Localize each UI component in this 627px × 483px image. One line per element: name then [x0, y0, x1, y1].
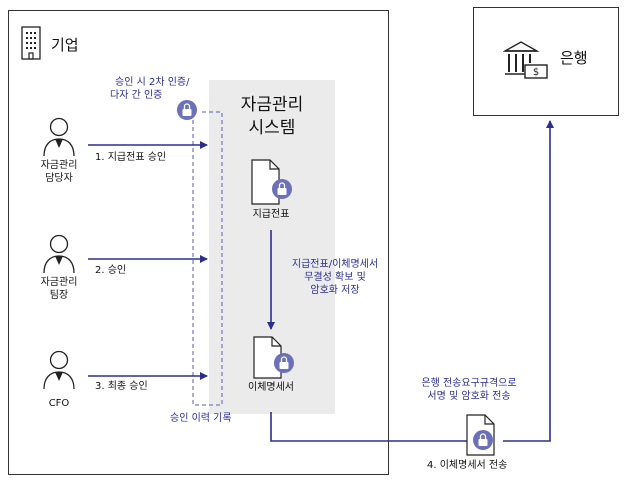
approver-name-line1: 자금관리 — [40, 277, 78, 288]
transfer-document-icon — [253, 336, 294, 379]
audit-log-label: 승인 이력 기록 — [170, 413, 232, 424]
approver-name-line1: 자금관리 — [40, 160, 78, 171]
auth-note-line1: 승인 시 2차 인증/ — [115, 77, 190, 88]
approval-step-label: 3. 최종 승인 — [95, 381, 148, 392]
bank-label: 은행 — [560, 49, 588, 67]
company-label: 기업 — [51, 36, 79, 54]
bank-box — [473, 7, 619, 116]
person-icon — [41, 234, 77, 274]
approver-name-line1: CFO — [48, 398, 70, 409]
storage-note-line1: 지급전표/이체명세서 — [291, 259, 379, 270]
storage-note-line3: 암호화 저장 — [310, 285, 360, 296]
approval-step-label: 2. 승인 — [95, 265, 127, 276]
lock-icon — [177, 100, 197, 120]
voucher-document-icon — [251, 159, 292, 205]
bank-icon: $ — [502, 39, 549, 81]
person-icon — [41, 117, 77, 157]
voucher-doc-label: 지급전표 — [252, 209, 290, 220]
transfer-step-label: 4. 이체명세서 전송 — [427, 460, 508, 471]
transfer-path — [270, 412, 468, 442]
building-icon — [21, 26, 41, 60]
person-icon — [41, 350, 77, 390]
outgoing-document-icon — [466, 414, 495, 456]
approver-name-line2: 담당자 — [45, 173, 73, 184]
bank-requirement-line1: 은행 전송요구규격으로 — [421, 378, 517, 389]
system-title-line2: 시스템 — [248, 118, 296, 138]
approver-name-line2: 팀장 — [49, 290, 69, 301]
approval-step-label: 1. 지급전표 승인 — [95, 152, 167, 163]
transfer-doc-label: 이체명세서 — [248, 382, 294, 393]
svg-text:$: $ — [533, 67, 539, 78]
storage-note-line2: 무결성 확보 및 — [304, 272, 366, 283]
system-title-line1: 자금관리 — [240, 95, 304, 115]
bank-transmission-arrow — [503, 120, 554, 442]
bank-requirement-line2: 서명 및 암호화 전송 — [427, 391, 511, 402]
auth-note-line2: 다자 간 인증 — [110, 90, 163, 101]
